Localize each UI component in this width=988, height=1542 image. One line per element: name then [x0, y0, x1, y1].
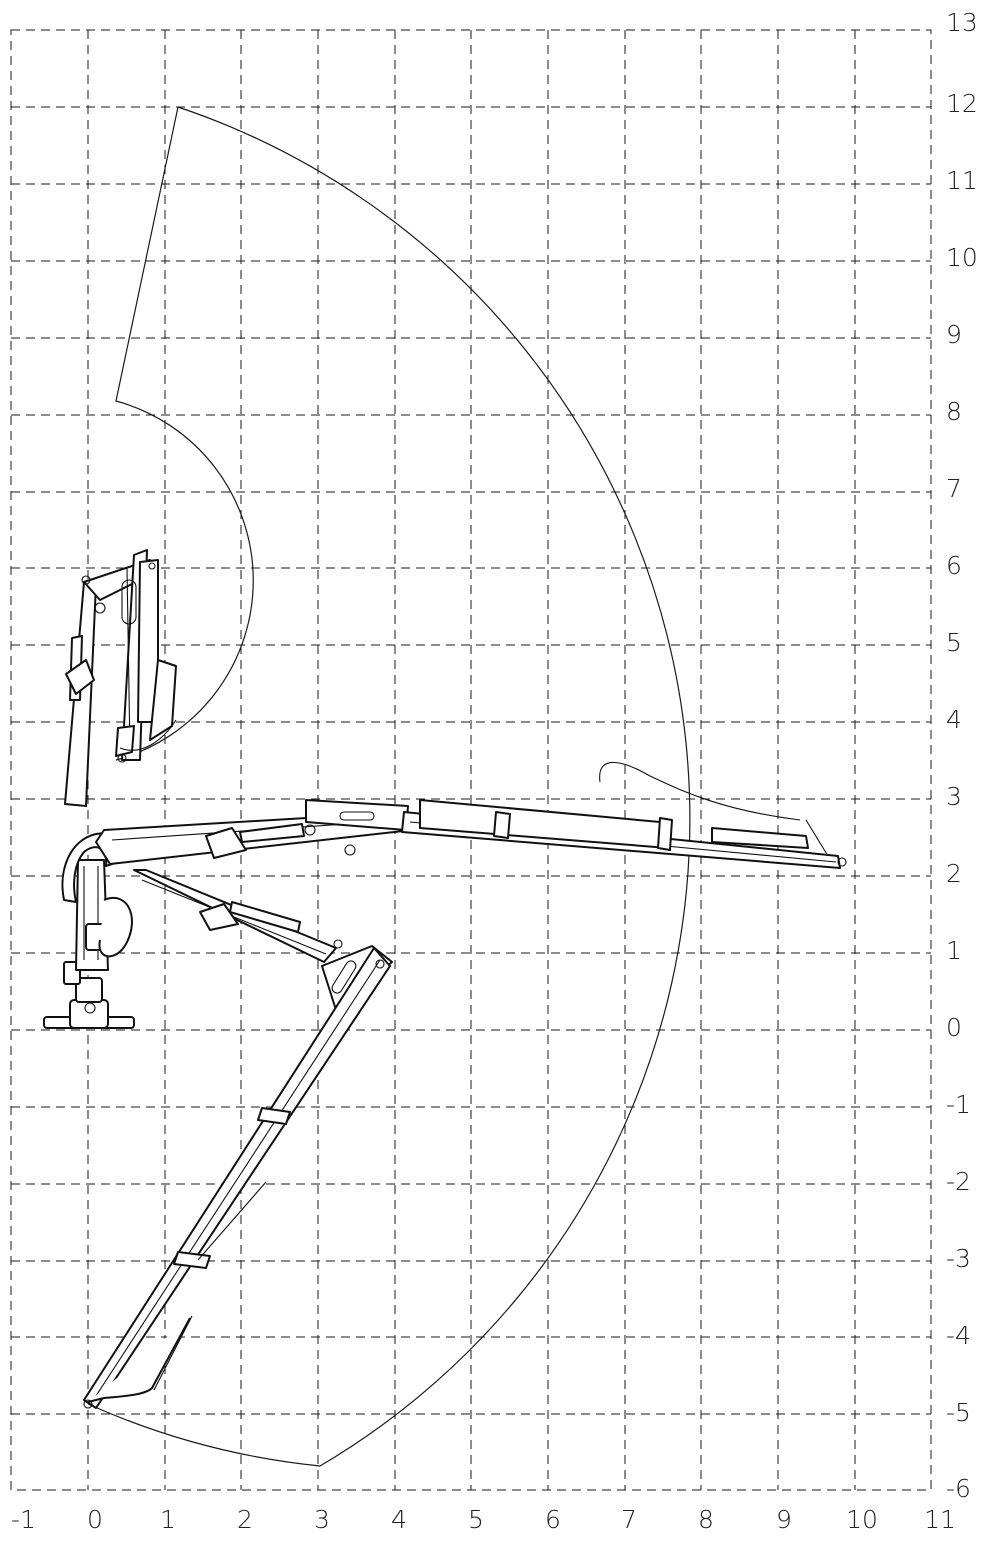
y-tick-label: -1: [946, 1090, 971, 1119]
y-tick-label: 0: [946, 1013, 962, 1042]
y-tick-label: 13: [946, 8, 978, 37]
x-tick-label: 11: [924, 1505, 956, 1534]
y-tick-label: -4: [946, 1321, 971, 1350]
y-tick-label: 1: [946, 936, 962, 965]
x-tick-label: 9: [776, 1505, 792, 1534]
y-tick-label: -6: [946, 1474, 971, 1503]
x-tick-label: 10: [846, 1505, 878, 1534]
y-tick-label: 6: [946, 551, 962, 580]
x-tick-label: 5: [468, 1505, 484, 1534]
x-tick-label: 6: [545, 1505, 561, 1534]
x-axis-ticks: -1 0 1 2 3 4 5 6 7 8 9 10 11: [11, 1505, 956, 1534]
x-tick-label: -1: [11, 1505, 36, 1534]
x-tick-label: 4: [391, 1505, 407, 1534]
x-tick-label: 2: [237, 1505, 253, 1534]
x-tick-label: 8: [698, 1505, 714, 1534]
y-tick-label: 2: [946, 859, 962, 888]
crane-lowered-extension: [83, 869, 393, 1409]
y-tick-label: -5: [946, 1398, 971, 1427]
y-tick-label: 4: [946, 705, 962, 734]
y-axis-ticks: 13 12 11 10 9 8 7 6 5 4 3 2 1 0 -1 -2 -3…: [946, 8, 978, 1503]
y-tick-label: 11: [946, 166, 978, 195]
x-tick-label: 0: [87, 1505, 103, 1534]
x-tick-label: 3: [314, 1505, 330, 1534]
crane-base: [43, 832, 135, 1029]
y-tick-label: 5: [946, 628, 962, 657]
y-tick-label: 12: [946, 89, 978, 118]
y-tick-label: -2: [946, 1167, 971, 1196]
y-tick-label: -3: [946, 1244, 971, 1273]
y-tick-label: 8: [946, 397, 962, 426]
crane-horizontal-extension: [95, 761, 847, 869]
x-tick-label: 1: [160, 1505, 176, 1534]
crane-stowed: [64, 549, 177, 807]
reach-envelope: [87, 106, 691, 1467]
y-tick-label: 10: [946, 243, 978, 272]
grid: [10, 29, 932, 1491]
y-tick-label: 3: [946, 782, 962, 811]
x-tick-label: 7: [621, 1505, 637, 1534]
y-tick-label: 9: [946, 320, 962, 349]
y-tick-label: 7: [946, 474, 962, 503]
